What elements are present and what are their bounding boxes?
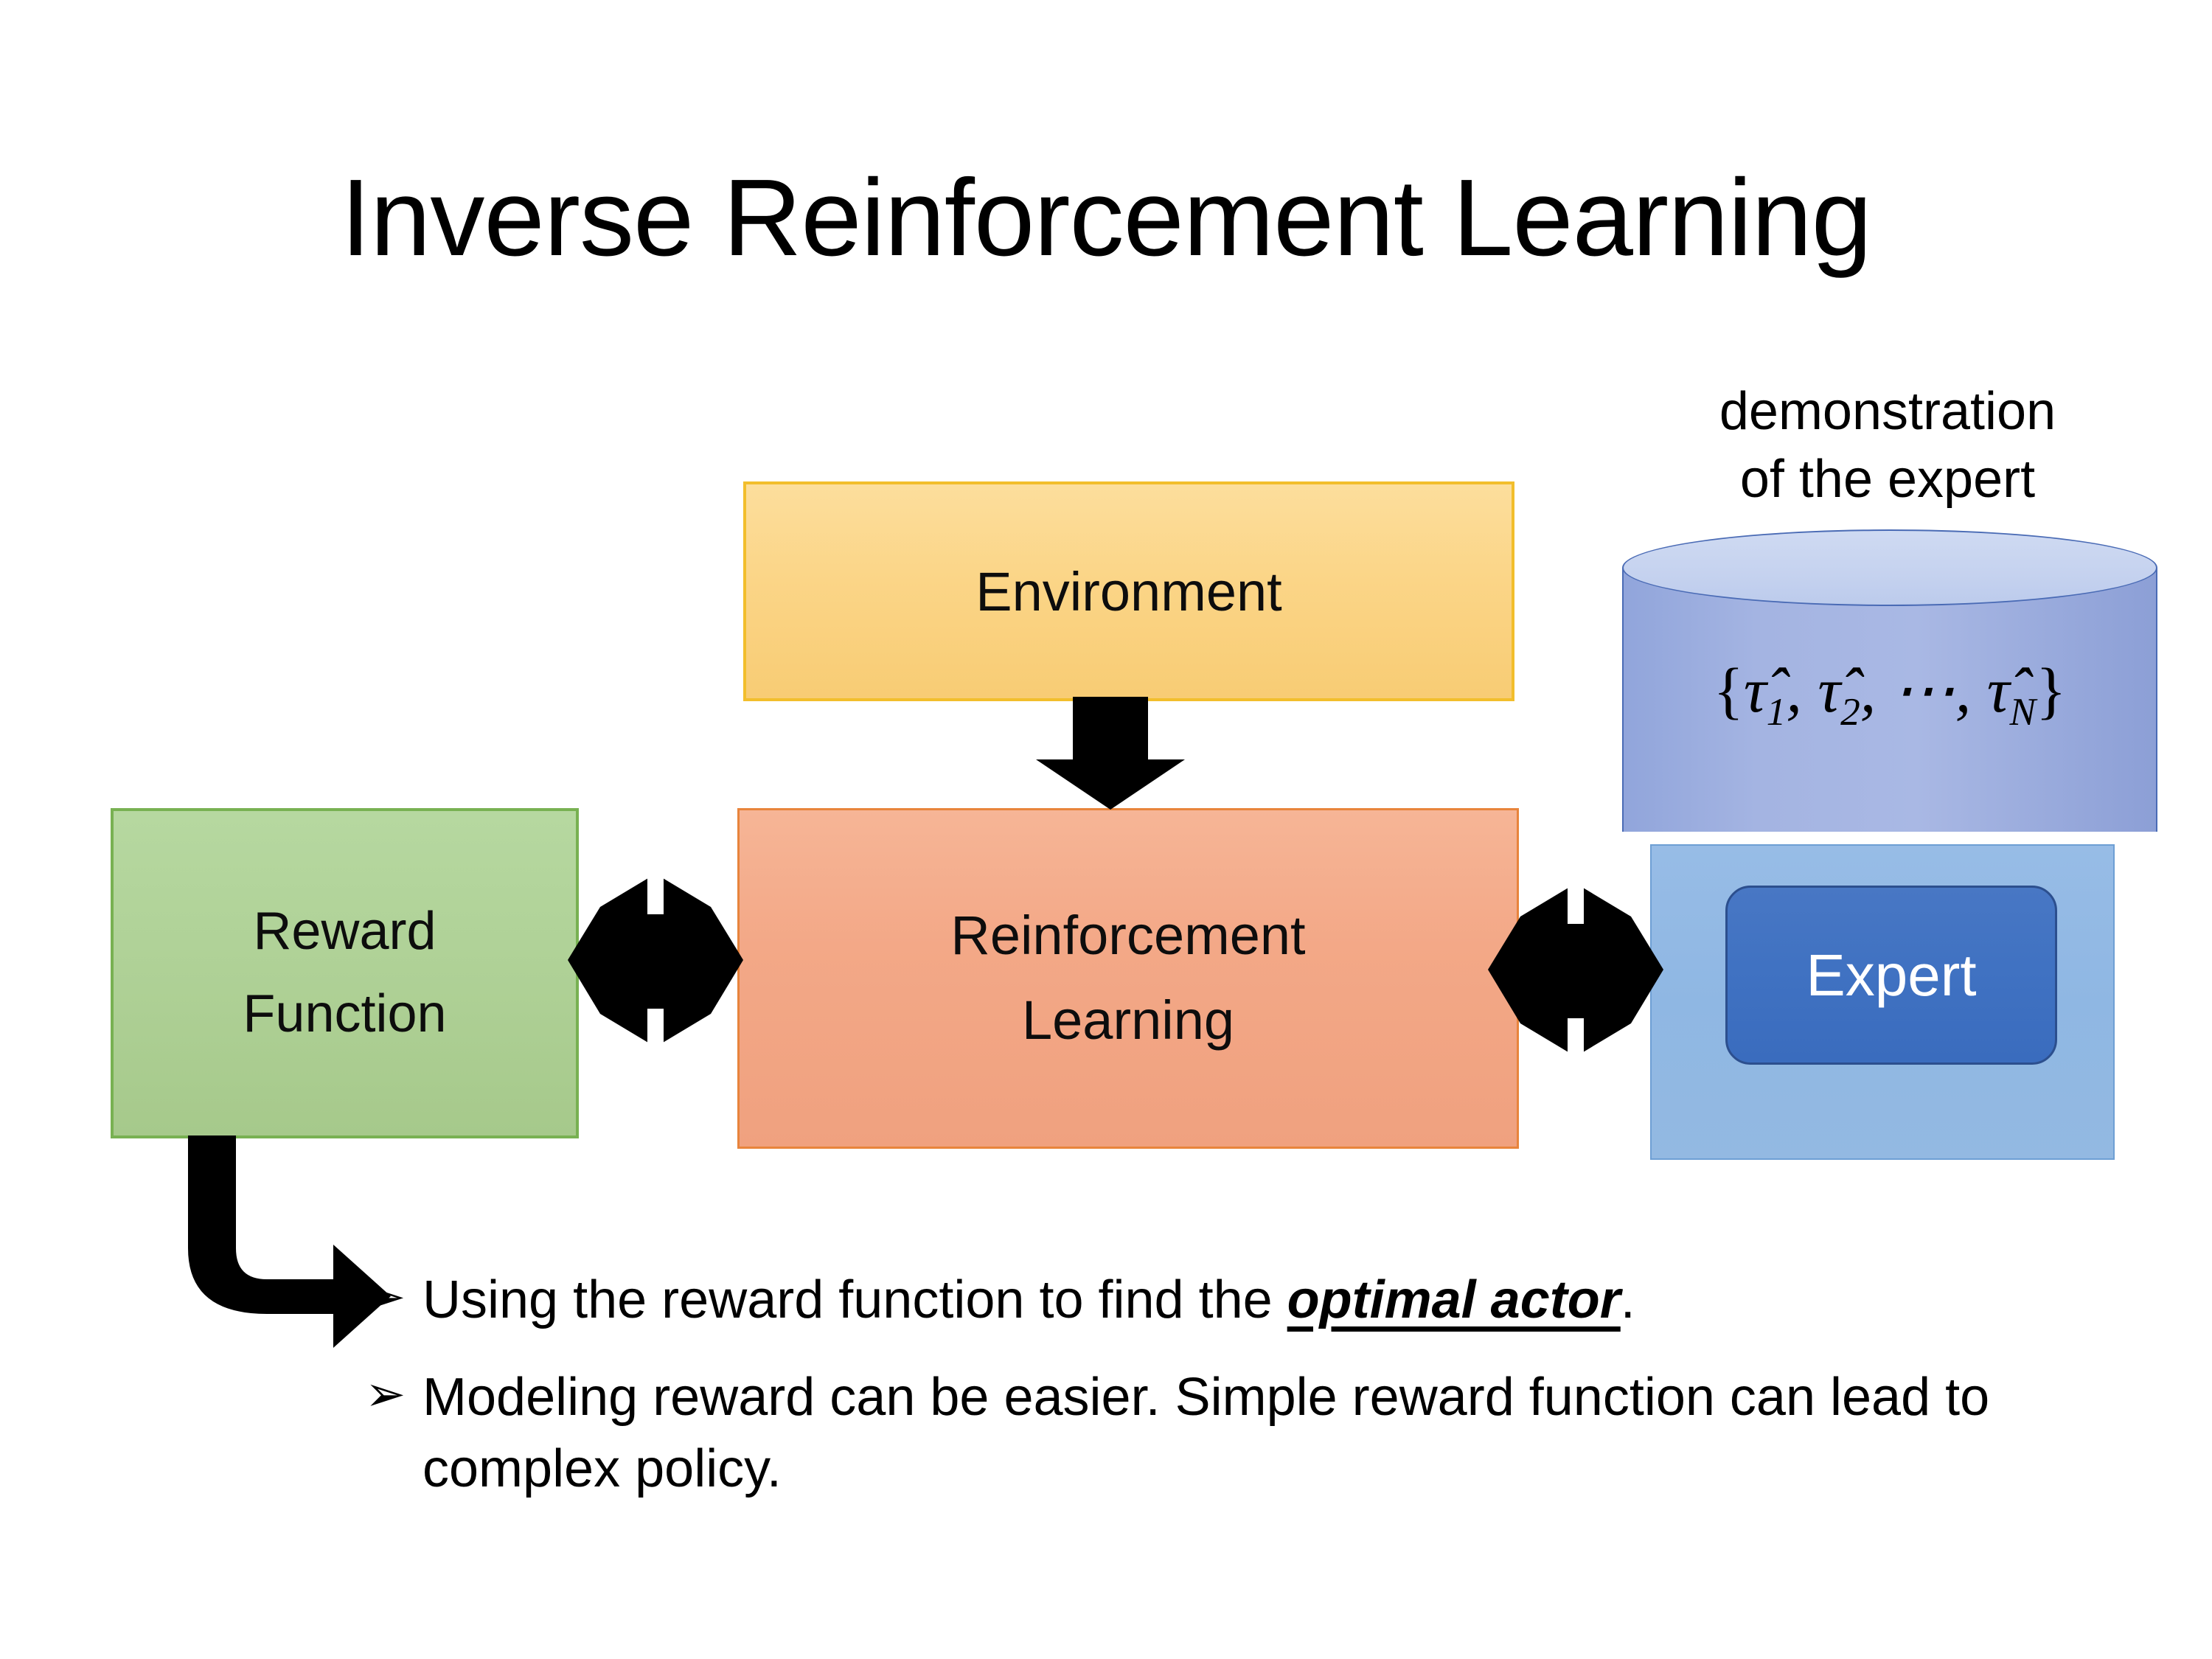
environment-box[interactable]: Environment [743,481,1514,701]
demonstration-cylinder[interactable]: {τ̂1, τ̂2, ⋯, τ̂N} [1622,529,2157,870]
list-item: ➢ Modeling reward can be easier. Simple … [365,1362,2098,1504]
environment-label: Environment [975,560,1282,622]
trajectory-set-formula: {τ̂1, τ̂2, ⋯, τ̂N} [1713,655,2067,734]
bullet-1-prefix: Using the reward function to find the [422,1270,1287,1329]
bullet-arrow-icon: ➢ [365,1269,406,1324]
reward-label-line1: Reward [253,902,437,961]
bullet-1-suffix: . [1620,1270,1635,1329]
list-item: ➢ Using the reward function to find the … [365,1265,2098,1335]
rl-label-line1: Reinforcement [950,905,1306,967]
expert-box[interactable]: Expert [1725,886,2057,1065]
bullet-text-2: Modeling reward can be easier. Simple re… [422,1368,1990,1498]
rl-label-line2: Learning [1021,990,1234,1051]
bullet-text-1: Using the reward function to find the op… [422,1265,2098,1335]
cylinder-top-ellipse [1622,529,2157,606]
bullet-list: ➢ Using the reward function to find the … [365,1265,2098,1531]
demonstration-caption-line2: of the expert [1739,450,2036,509]
expert-label: Expert [1806,942,1977,1008]
reward-label-line2: Function [243,984,447,1043]
bullet-1-emphasis: optimal actor [1287,1270,1621,1329]
reward-function-box[interactable]: Reward Function [111,808,579,1138]
down-arrow-environment-to-rl [1036,697,1185,810]
demonstration-caption-line1: demonstration [1719,382,2056,441]
bullet-arrow-icon: ➢ [365,1366,406,1422]
reinforcement-learning-box[interactable]: Reinforcement Learning [737,808,1519,1149]
cylinder-body [1622,568,2157,832]
reward-function-label: Reward Function [243,891,446,1055]
reinforcement-learning-label: Reinforcement Learning [950,894,1305,1062]
four-way-arrow-reward-rl [568,870,743,1053]
page-title: Inverse Reinforcement Learning [340,157,1872,279]
elbow-arrow-reward-to-bullets [188,1135,391,1348]
demonstration-caption: demonstration of the expert [1615,378,2160,513]
